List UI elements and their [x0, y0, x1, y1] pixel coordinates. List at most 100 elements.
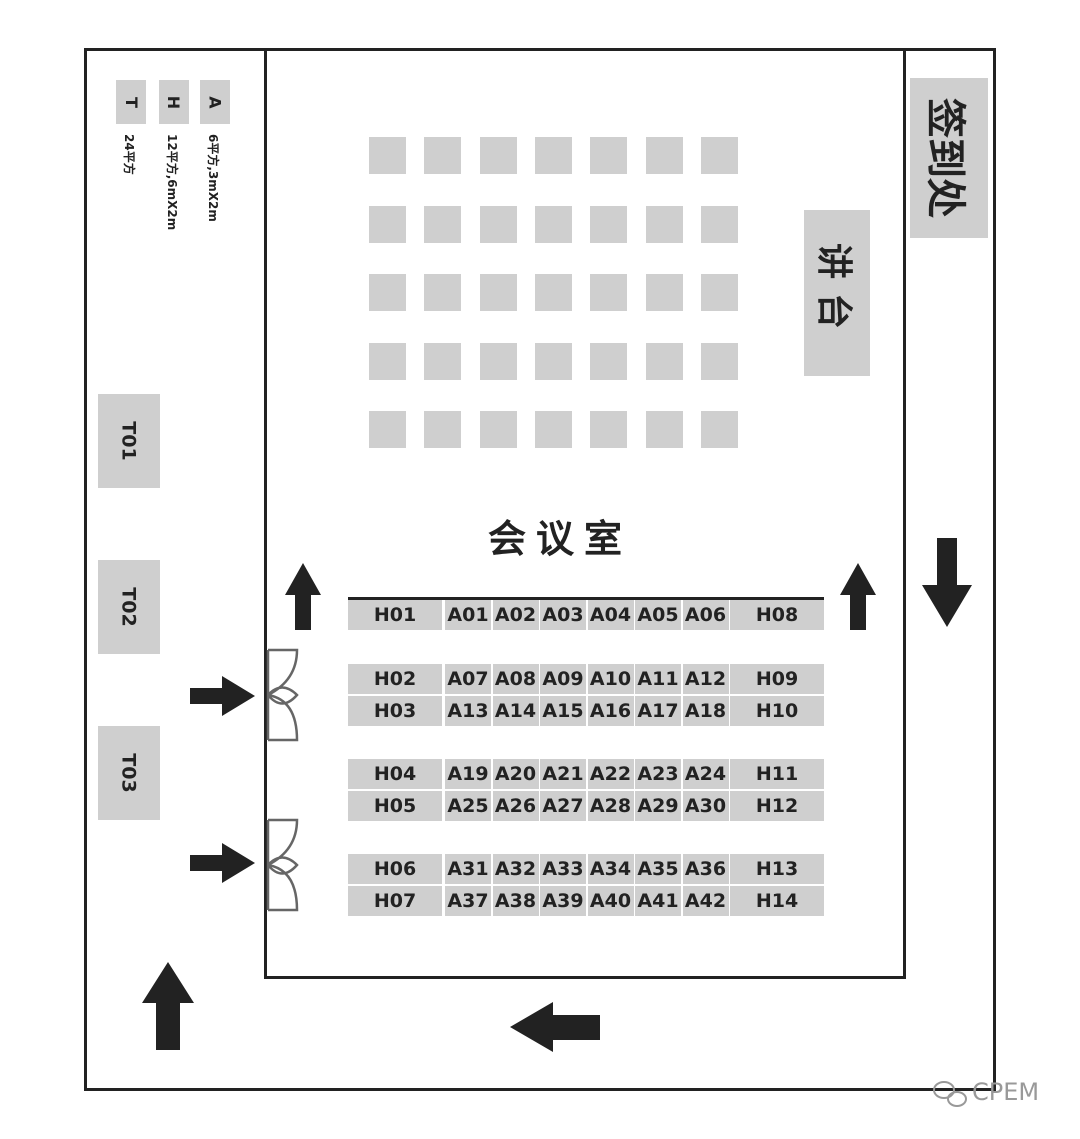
booth-a[interactable]: A22 [587, 759, 634, 789]
booth-a[interactable]: A28 [587, 791, 634, 821]
booth-t02[interactable]: T02 [98, 560, 160, 654]
booth-a[interactable]: A27 [540, 791, 586, 821]
booth-h[interactable]: H08 [730, 600, 824, 630]
seat [645, 274, 683, 311]
arrow-up-icon [285, 563, 321, 630]
booth-a[interactable]: A06 [682, 600, 729, 630]
seat [590, 137, 628, 174]
booth-h[interactable]: H14 [730, 886, 824, 916]
booth-h[interactable]: H06 [348, 854, 442, 884]
booth-a[interactable]: A20 [492, 759, 539, 789]
arrow-right-icon [190, 843, 255, 883]
meeting-room-title: 会议室 [487, 517, 632, 561]
seat [424, 205, 462, 243]
seat [590, 205, 628, 243]
booth-h[interactable]: H04 [348, 759, 442, 789]
seat [479, 274, 517, 311]
arrow-up-icon [840, 563, 876, 630]
booth-a[interactable]: A16 [587, 696, 634, 726]
booth-a[interactable]: A39 [540, 886, 586, 916]
door-icon [266, 648, 299, 742]
booth-h[interactable]: H05 [348, 791, 442, 821]
booth-h[interactable]: H02 [348, 664, 442, 694]
wechat-icon [933, 1081, 967, 1107]
booth-a[interactable]: A05 [635, 600, 681, 630]
seat [645, 342, 683, 380]
seat [590, 274, 628, 311]
arrow-down-icon [922, 538, 972, 627]
booth-a[interactable]: A18 [682, 696, 729, 726]
legend-key-t: T [116, 80, 146, 124]
booth-row-divider [348, 597, 824, 600]
booth-a[interactable]: A29 [635, 791, 681, 821]
seat [369, 137, 406, 174]
booth-a[interactable]: A31 [445, 854, 491, 884]
seat [645, 137, 683, 174]
seat [534, 137, 572, 174]
seat [700, 342, 738, 380]
booth-a[interactable]: A09 [540, 664, 586, 694]
seat [424, 342, 462, 380]
booth-t03[interactable]: T03 [98, 726, 160, 820]
booth-a[interactable]: A37 [445, 886, 491, 916]
arrow-up-icon [142, 962, 194, 1050]
booth-a[interactable]: A25 [445, 791, 491, 821]
seat [534, 274, 572, 311]
booth-a[interactable]: A14 [492, 696, 539, 726]
seat [479, 411, 517, 448]
seat [700, 274, 738, 311]
booth-a[interactable]: A07 [445, 664, 491, 694]
seat [534, 205, 572, 243]
booth-a[interactable]: A03 [540, 600, 586, 630]
booth-a[interactable]: A32 [492, 854, 539, 884]
booth-a[interactable]: A26 [492, 791, 539, 821]
booth-a[interactable]: A24 [682, 759, 729, 789]
booth-a[interactable]: A21 [540, 759, 586, 789]
booth-a[interactable]: A35 [635, 854, 681, 884]
booth-a[interactable]: A15 [540, 696, 586, 726]
booth-h[interactable]: H07 [348, 886, 442, 916]
booth-a[interactable]: A34 [587, 854, 634, 884]
booth-a[interactable]: A30 [682, 791, 729, 821]
booth-a[interactable]: A11 [635, 664, 681, 694]
booth-a[interactable]: A13 [445, 696, 491, 726]
arrow-left-icon [510, 1002, 600, 1052]
seat [479, 137, 517, 174]
seat [424, 137, 462, 174]
booth-a[interactable]: A42 [682, 886, 729, 916]
booth-h[interactable]: H03 [348, 696, 442, 726]
booth-a[interactable]: A41 [635, 886, 681, 916]
booth-a[interactable]: A08 [492, 664, 539, 694]
seat [645, 205, 683, 243]
booth-a[interactable]: A19 [445, 759, 491, 789]
booth-h[interactable]: H01 [348, 600, 442, 630]
booth-h[interactable]: H12 [730, 791, 824, 821]
watermark-text: CPEM [972, 1078, 1040, 1106]
booth-a[interactable]: A23 [635, 759, 681, 789]
seat [700, 137, 738, 174]
booth-h[interactable]: H11 [730, 759, 824, 789]
booth-a[interactable]: A17 [635, 696, 681, 726]
booth-h[interactable]: H13 [730, 854, 824, 884]
legend-key-h: H [159, 80, 189, 124]
booth-h[interactable]: H09 [730, 664, 824, 694]
booth-a[interactable]: A38 [492, 886, 539, 916]
booth-a[interactable]: A33 [540, 854, 586, 884]
seat [645, 411, 683, 448]
booth-a[interactable]: A04 [587, 600, 634, 630]
booth-t01[interactable]: T01 [98, 394, 160, 488]
seat [700, 205, 738, 243]
booth-a[interactable]: A10 [587, 664, 634, 694]
booth-a[interactable]: A02 [492, 600, 539, 630]
booth-a[interactable]: A36 [682, 854, 729, 884]
seat [590, 411, 628, 448]
booth-a[interactable]: A40 [587, 886, 634, 916]
seat [369, 205, 406, 243]
booth-a[interactable]: A12 [682, 664, 729, 694]
booth-a[interactable]: A01 [445, 600, 491, 630]
seat [369, 342, 406, 380]
arrow-right-icon [190, 676, 255, 716]
booth-h[interactable]: H10 [730, 696, 824, 726]
seat [700, 411, 738, 448]
